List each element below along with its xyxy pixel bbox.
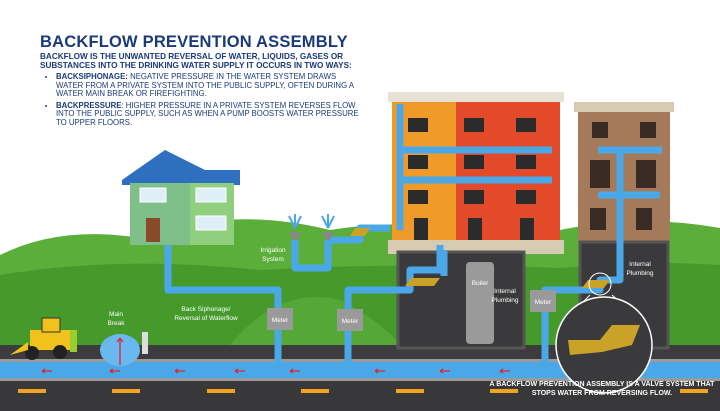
internal-plumbing-label-1: Internal <box>494 288 516 295</box>
internal-plumbing-label-2: Plumbing <box>626 270 653 277</box>
apartment-building <box>388 92 564 254</box>
worker-icon <box>70 330 77 352</box>
page-title: BACKFLOW PREVENTION ASSEMBLY <box>40 33 348 51</box>
main-break-label-2: Break <box>108 320 126 327</box>
main-break-splash <box>100 334 140 366</box>
definition: NEGATIVE PRESSURE IN THE WATER SYSTEM DR… <box>56 72 354 98</box>
reverse-flow-arrows <box>41 368 510 374</box>
backhoe-icon <box>10 317 70 360</box>
irrigation-label-1: Irrigation <box>260 247 286 254</box>
water-main <box>0 362 720 378</box>
list-item: BACKPRESSURE: HIGHER PRESSURE IN A PRIVA… <box>56 100 360 128</box>
road-lane-dashes <box>18 389 708 393</box>
back-siphonage-label-2: Reversal of Waterflow <box>174 315 238 322</box>
valve-zoom-callout <box>555 272 653 394</box>
term: BACKPRESSURE <box>56 100 122 110</box>
sidewalk <box>0 345 720 361</box>
main-break-label-1: Main <box>109 311 123 318</box>
water-meters: Meter Meter Meter <box>267 290 556 331</box>
meter-label: Meter <box>272 317 289 324</box>
meter-label: Meter <box>342 318 359 325</box>
house <box>122 150 240 245</box>
definition: : HIGHER PRESSURE IN A PRIVATE SYSTEM RE… <box>56 100 359 127</box>
curb <box>0 359 720 362</box>
inspector-icon <box>142 332 148 354</box>
intro-panel: BACKFLOW PREVENTION ASSEMBLY BACKFLOW IS… <box>40 33 360 130</box>
list-item: BACKSIPHONAGE: NEGATIVE PRESSURE IN THE … <box>56 72 360 99</box>
irrigation-label-2: System <box>262 256 284 263</box>
sprinkler-icons <box>288 214 335 240</box>
curb-bottom <box>0 378 720 381</box>
lead-text: BACKFLOW IS THE UNWANTED REVERSAL OF WAT… <box>40 52 352 70</box>
caption: A BACKFLOW PREVENTION ASSEMBLY IS A VALV… <box>489 381 715 397</box>
back-siphonage-label-1: Back Siphonage/ <box>181 306 230 313</box>
brown-building <box>574 102 674 242</box>
foreground-grass <box>0 263 720 345</box>
backflow-types-list: BACKSIPHONAGE: NEGATIVE PRESSURE IN THE … <box>40 72 360 128</box>
meter-label: Meter <box>535 299 552 306</box>
internal-plumbing-label-1: Internal <box>629 261 651 268</box>
boiler-icon: Boiler <box>466 262 494 344</box>
internal-plumbing-label-2: Plumbing <box>491 297 518 304</box>
boiler-label: Boiler <box>472 280 489 287</box>
term: BACKSIPHONAGE: <box>56 72 128 81</box>
